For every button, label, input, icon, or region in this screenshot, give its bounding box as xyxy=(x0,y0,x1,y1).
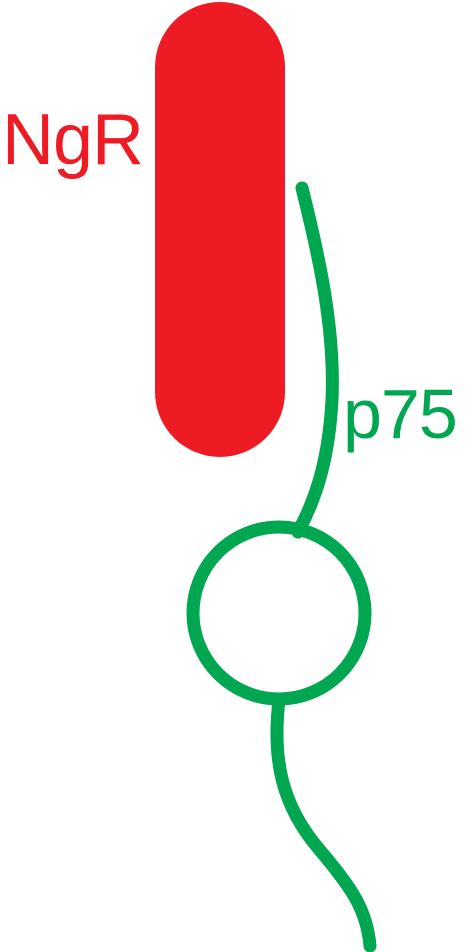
p75-label: p75 xyxy=(343,375,458,453)
p75-ring-domain xyxy=(186,520,372,706)
ngr-receptor-shape xyxy=(155,2,285,457)
p75-upper-strand xyxy=(291,181,339,539)
p75-lower-tail xyxy=(270,693,377,952)
ngr-label: NgR xyxy=(2,100,144,180)
